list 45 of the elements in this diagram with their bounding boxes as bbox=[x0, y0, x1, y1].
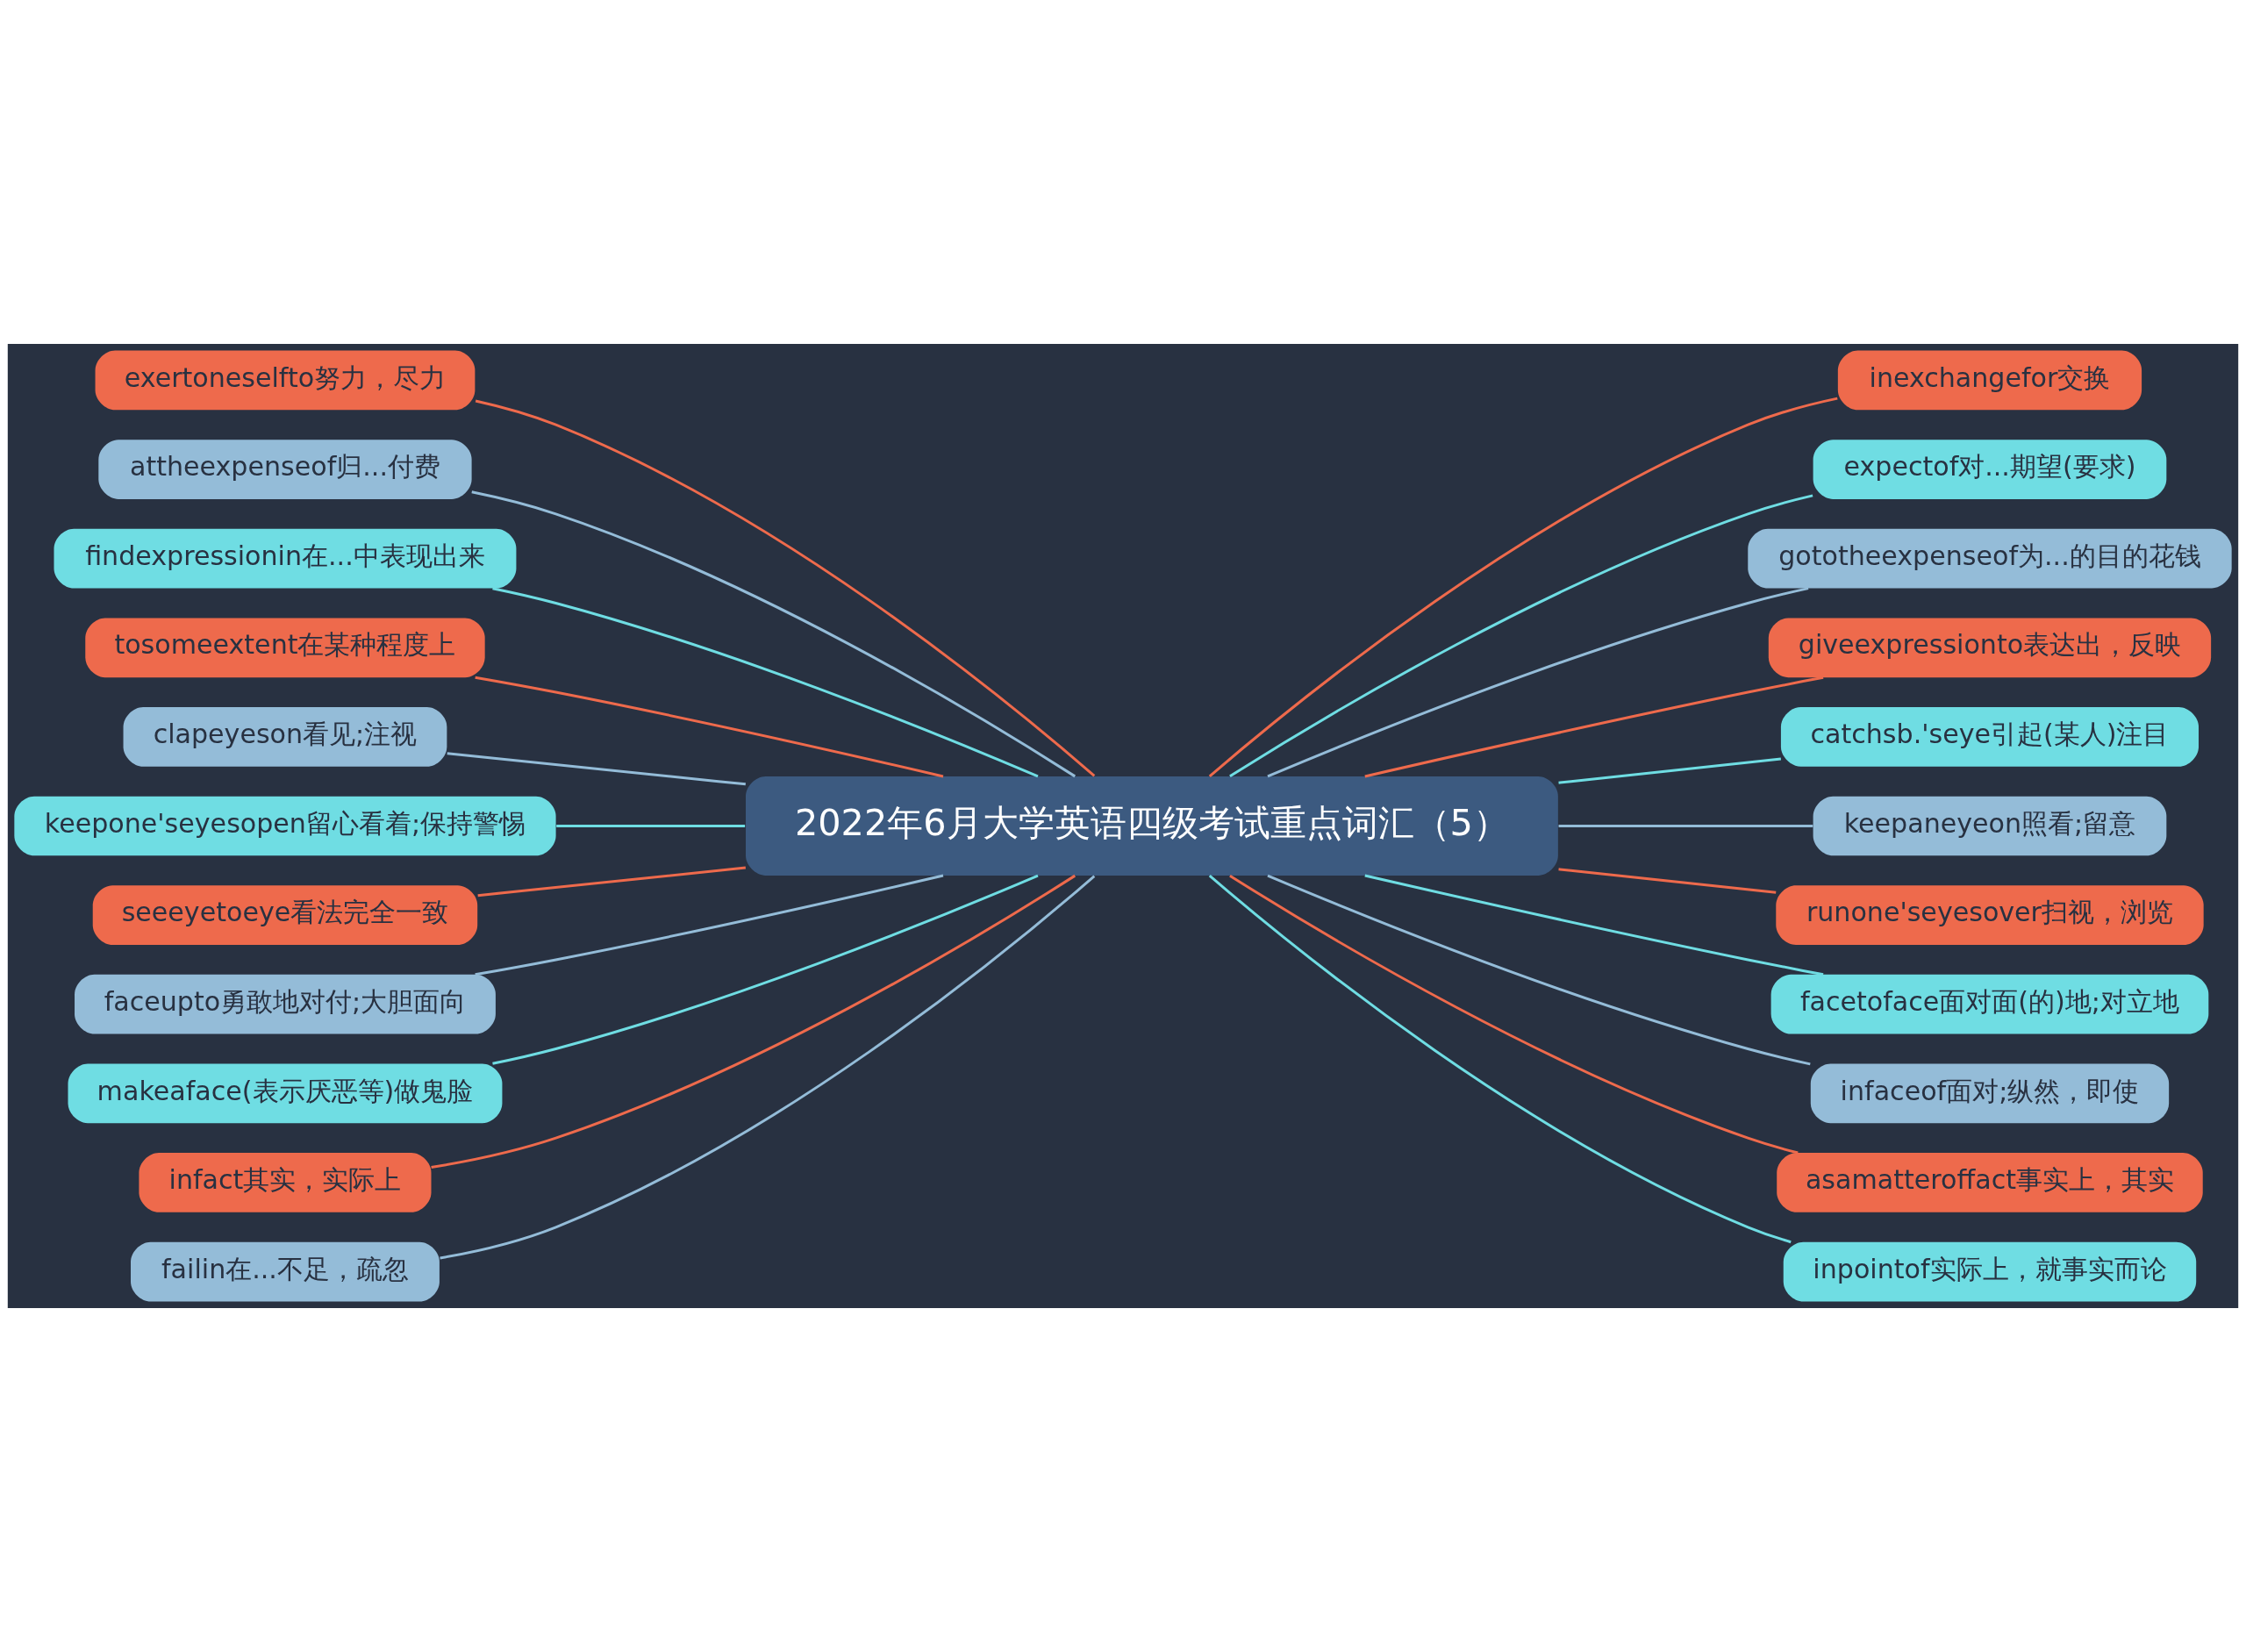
node-box: keepone'seyesopen留心看着;保持警惕 bbox=[14, 796, 556, 856]
node-box: expectof对...期望(要求) bbox=[1813, 440, 2167, 499]
node-box: 2022年6月大学英语四级考试重点词汇（5） bbox=[746, 776, 1558, 876]
connector bbox=[492, 587, 1039, 778]
connector bbox=[475, 399, 1096, 777]
connector bbox=[431, 874, 1077, 1169]
connector bbox=[1267, 874, 1811, 1066]
node-box: inexchangefor交换 bbox=[1837, 350, 2142, 411]
node-box: facetoface面对面(的)地;对立地 bbox=[1770, 974, 2209, 1034]
node-box: infact其实，实际上 bbox=[139, 1153, 432, 1212]
connector bbox=[1208, 397, 1838, 777]
connector bbox=[1364, 676, 1824, 778]
connector bbox=[440, 875, 1096, 1260]
connector bbox=[1267, 587, 1809, 778]
connector bbox=[1558, 757, 1782, 784]
connector bbox=[475, 676, 944, 778]
connector bbox=[477, 866, 747, 898]
node-box: makeaface(表示厌恶等)做鬼脸 bbox=[68, 1063, 503, 1124]
connector bbox=[447, 752, 746, 786]
node-box: exertoneselfto努力，尽力 bbox=[95, 350, 476, 411]
connector bbox=[1208, 875, 1792, 1244]
node-box: runone'seyesover扫视，浏览 bbox=[1776, 885, 2204, 945]
connector bbox=[1558, 868, 1777, 894]
node-box: seeeyetoeye看法完全一致 bbox=[92, 885, 478, 945]
connector bbox=[1364, 874, 1824, 976]
node-box: gototheexpenseof为...的目的花钱 bbox=[1748, 528, 2232, 589]
connector bbox=[492, 874, 1039, 1065]
connector bbox=[1558, 825, 1813, 827]
node-box: catchsb.'seye引起(某人)注目 bbox=[1780, 707, 2199, 767]
connector bbox=[471, 490, 1077, 778]
connector bbox=[1229, 494, 1813, 778]
node-box: giveexpressionto表达出，反映 bbox=[1768, 618, 2212, 678]
connector bbox=[1229, 874, 1799, 1155]
connector bbox=[475, 874, 944, 976]
node-box: keepaneyeon照看;留意 bbox=[1813, 796, 2167, 856]
connector bbox=[556, 825, 746, 827]
node-box: attheexpenseof归...付费 bbox=[98, 440, 472, 499]
node-box: clapeyeson看见;注视 bbox=[123, 707, 447, 767]
node-box: findexpressionin在...中表现出来 bbox=[54, 528, 517, 589]
node-box: failin在...不足，疏忽 bbox=[131, 1241, 440, 1302]
node-box: inpointof实际上，就事实而论 bbox=[1783, 1241, 2197, 1302]
node-box: asamatteroffact事实上，其实 bbox=[1777, 1153, 2203, 1212]
node-box: tosomeextent在某种程度上 bbox=[85, 618, 485, 678]
node-box: infaceof面对;纵然，即使 bbox=[1810, 1063, 2170, 1124]
node-box: faceupto勇敢地对付;大胆面向 bbox=[75, 974, 496, 1034]
